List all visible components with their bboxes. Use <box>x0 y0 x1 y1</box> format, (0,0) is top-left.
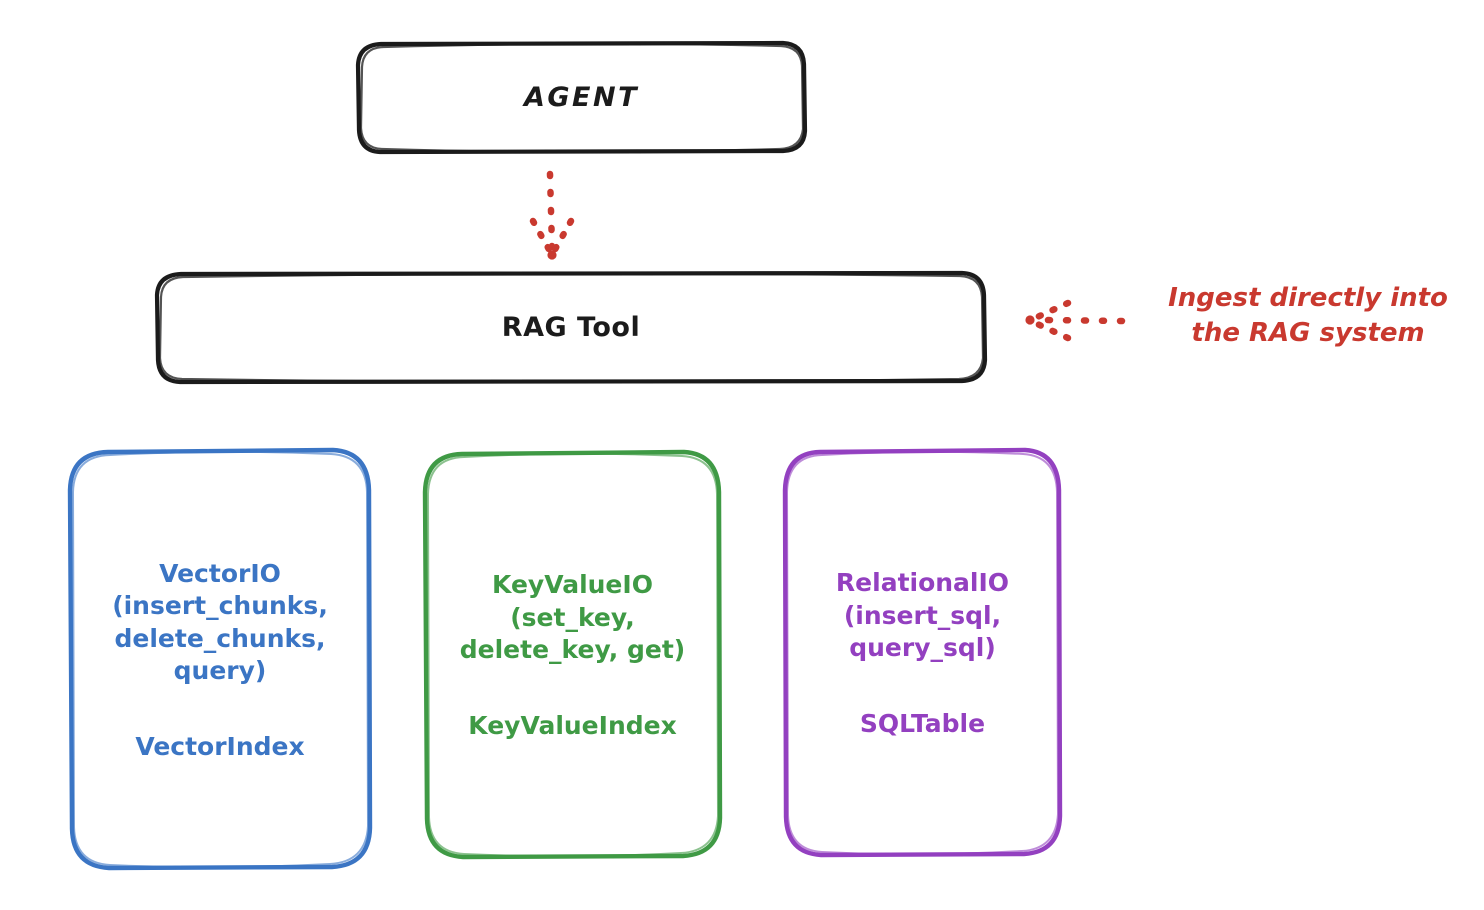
relational-io-box-outline <box>782 447 1063 858</box>
node-relational-io[interactable]: RelationalIO (insert_sql, query_sql) SQL… <box>785 450 1060 855</box>
relational-io-title: RelationalIO (insert_sql, query_sql) <box>835 568 1010 663</box>
key-value-io-title: KeyValueIO (set_key, delete_key, get) <box>459 570 686 665</box>
node-rag-tool-label: RAG Tool <box>501 311 641 343</box>
relational-io-index: SQLTable <box>859 708 986 738</box>
node-vector-io[interactable]: VectorIO (insert_chunks, delete_chunks, … <box>70 450 370 868</box>
ingest-annotation-label: Ingest directly into the RAG system <box>1168 283 1448 348</box>
annotation-arrow <box>1025 299 1126 342</box>
node-agent-label: AGENT <box>523 81 639 113</box>
vector-io-index: VectorIndex <box>135 731 305 761</box>
rag-tool-box-outline <box>154 270 988 385</box>
node-rag-tool[interactable]: RAG Tool <box>157 272 985 382</box>
node-key-value-io[interactable]: KeyValueIO (set_key, delete_key, get) Ke… <box>425 452 720 857</box>
vector-io-content: VectorIO (insert_chunks, delete_chunks, … <box>70 558 370 761</box>
agent-to-ragtool-arrow <box>529 170 575 260</box>
vector-io-title: VectorIO (insert_chunks, delete_chunks, … <box>112 558 328 686</box>
key-value-io-content: KeyValueIO (set_key, delete_key, get) Ke… <box>425 569 720 740</box>
node-agent[interactable]: AGENT <box>358 42 805 152</box>
key-value-io-box-outline <box>422 449 723 860</box>
relational-io-content: RelationalIO (insert_sql, query_sql) SQL… <box>785 567 1060 738</box>
vector-io-box-outline <box>67 447 373 871</box>
agent-box-outline <box>355 40 808 155</box>
key-value-io-index: KeyValueIndex <box>468 710 677 740</box>
